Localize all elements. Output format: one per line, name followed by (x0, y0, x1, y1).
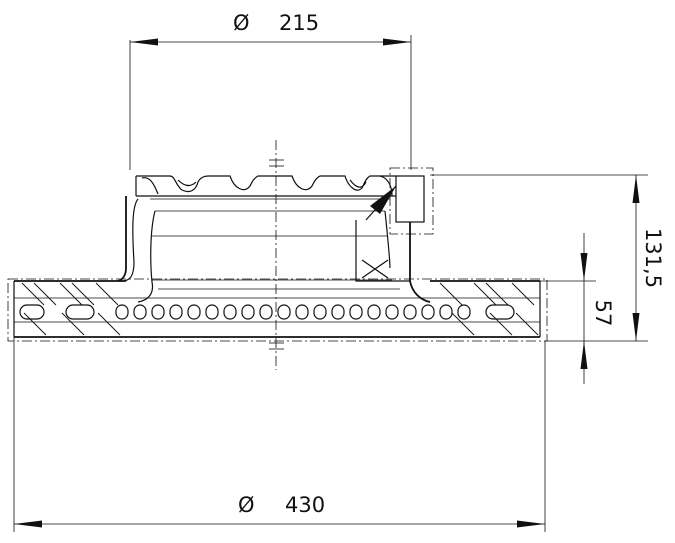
thickness-value: 57 (591, 300, 615, 327)
bottom-diameter-value: 430 (285, 493, 325, 517)
thickness-dimension: 57 (540, 233, 615, 384)
top-diameter-symbol: Ø (233, 11, 250, 35)
top-diameter-dimension: Ø 215 (129, 11, 412, 170)
disc-section (7, 278, 548, 342)
top-diameter-value: 215 (279, 11, 319, 35)
bottom-diameter-dimension: Ø 430 (13, 337, 546, 532)
bottom-diameter-symbol: Ø (238, 493, 255, 517)
height-value: 131,5 (641, 228, 665, 288)
center-line (269, 140, 284, 370)
height-dimension: 131,5 (430, 174, 665, 342)
hub-section (117, 167, 434, 303)
